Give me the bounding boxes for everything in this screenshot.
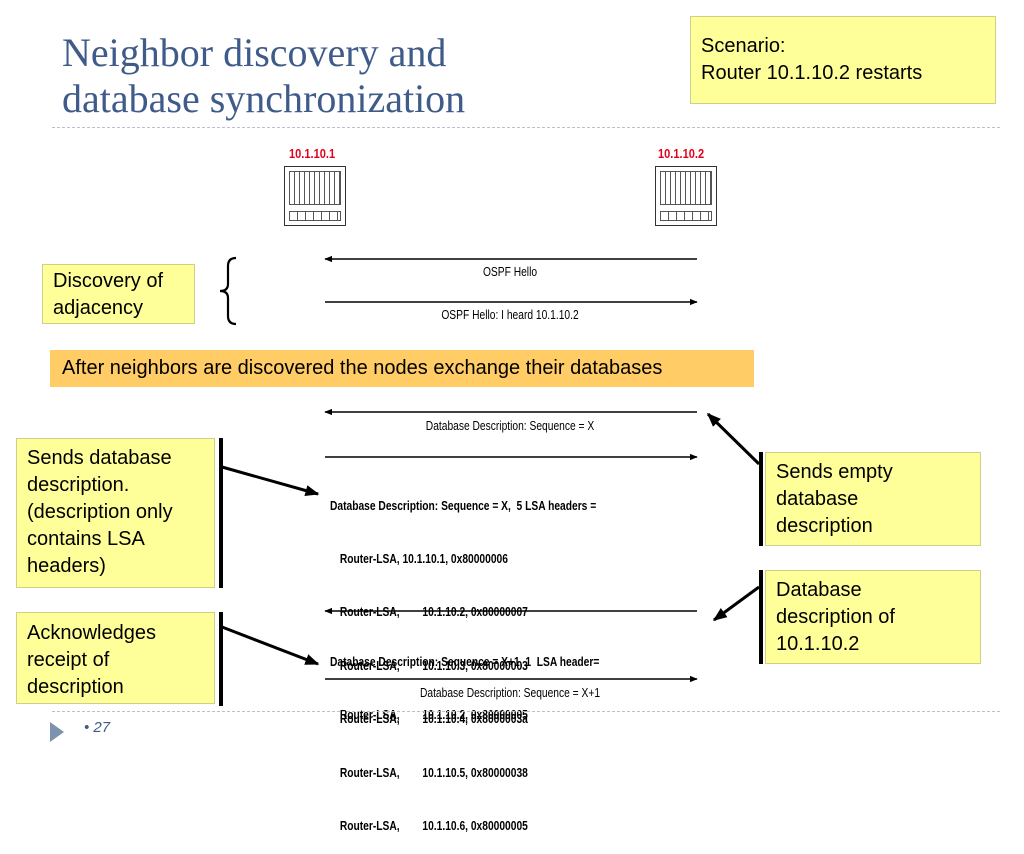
sends-empty-box: Sends empty database description	[765, 452, 981, 546]
db-desc-line-3: 10.1.10.2	[776, 633, 860, 655]
sends-db-line-5: headers)	[27, 555, 106, 577]
msg-dd-4: Database Description: Sequence = X+1	[419, 686, 601, 700]
bullet-triangle-icon	[50, 722, 64, 742]
msg-hello-1: OSPF Hello	[482, 265, 538, 279]
sends-db-line-1: Sends database	[27, 447, 172, 469]
router-ports	[289, 211, 341, 221]
pointer-acknowledges	[221, 625, 320, 666]
right-bar-empty	[759, 452, 763, 546]
left-router-icon	[284, 166, 346, 226]
top-divider	[52, 127, 1000, 128]
msg-hello-2: OSPF Hello: I heard 10.1.10.2	[441, 308, 579, 322]
sends-db-line-2: description.	[27, 474, 130, 496]
db-desc-line-1: Database	[776, 579, 862, 601]
db-desc-line-2: description of	[776, 606, 895, 628]
ack-line-1: Acknowledges	[27, 622, 156, 644]
router-card-slots	[660, 171, 712, 205]
sends-empty-line-2: database	[776, 488, 859, 510]
router-ports	[660, 211, 712, 221]
lsa-row: Router-LSA, 10.1.10.2, 0x80000005	[339, 707, 528, 722]
msg-dd-3-header: Database Description: Sequence = X+1, 1 …	[330, 654, 600, 669]
exchange-banner: After neighbors are discovered the nodes…	[50, 350, 754, 387]
title-line-1: Neighbor discovery and	[62, 30, 447, 75]
msg-dd-1: Database Description: Sequence = X	[425, 419, 595, 433]
ack-line-3: description	[27, 676, 124, 698]
discovery-line-1: Discovery of	[53, 270, 164, 292]
bottom-divider	[52, 711, 1000, 712]
sends-db-box: Sends database description. (description…	[16, 438, 215, 588]
sends-empty-line-1: Sends empty	[776, 461, 893, 483]
pointer-sends-empty	[706, 412, 761, 466]
discovery-box: Discovery of adjacency	[42, 264, 195, 324]
msg-dd-2-header: Database Description: Sequence = X, 5 LS…	[330, 498, 597, 513]
scenario-box: Scenario: Router 10.1.10.2 restarts	[690, 16, 996, 104]
acknowledges-box: Acknowledges receipt of description	[16, 612, 215, 704]
page-number: • 27	[84, 719, 111, 736]
lsa-row: Router-LSA, 10.1.10.3, 0x80000003	[339, 658, 528, 673]
sends-empty-line-3: description	[776, 515, 873, 537]
lsa-row: Router-LSA, 10.1.10.1, 0x80000006	[339, 551, 508, 566]
lsa-row: Router-LSA, 10.1.10.6, 0x80000005	[339, 818, 528, 833]
sequence-arrows	[219, 255, 761, 683]
slide-title: Neighbor discovery and database synchron…	[62, 30, 465, 122]
discovery-line-2: adjacency	[53, 297, 144, 319]
lsa-row: Router-LSA, 10.1.10.5, 0x80000038	[339, 765, 528, 780]
pointer-db-desc	[712, 585, 760, 622]
ack-line-2: receipt of	[27, 649, 110, 671]
router-card-slots	[289, 171, 341, 205]
lsa-row: Router-LSA, 10.1.10.2, 0x80000007	[339, 605, 528, 620]
discovery-brace	[219, 256, 237, 326]
scenario-text: Router 10.1.10.2 restarts	[701, 62, 923, 84]
sends-db-line-4: contains LSA	[27, 528, 145, 550]
left-bar-sends	[219, 438, 223, 588]
db-desc-of-box: Database description of 10.1.10.2	[765, 570, 981, 664]
title-line-2: database synchronization	[62, 76, 466, 121]
msg-dd-3: Database Description: Sequence = X+1, 1 …	[330, 618, 599, 743]
left-node-label: 10.1.10.1	[289, 146, 336, 161]
lsa-row: Router-LSA, 10.1.10.4, 0x8000003a	[339, 712, 528, 727]
right-node-label: 10.1.10.2	[658, 146, 705, 161]
sends-db-line-3: (description only	[27, 501, 173, 523]
pointer-sends-db	[221, 465, 320, 496]
right-router-icon	[655, 166, 717, 226]
left-bar-ack	[219, 612, 223, 706]
right-bar-dbdesc	[759, 570, 763, 664]
scenario-label: Scenario:	[701, 35, 786, 57]
